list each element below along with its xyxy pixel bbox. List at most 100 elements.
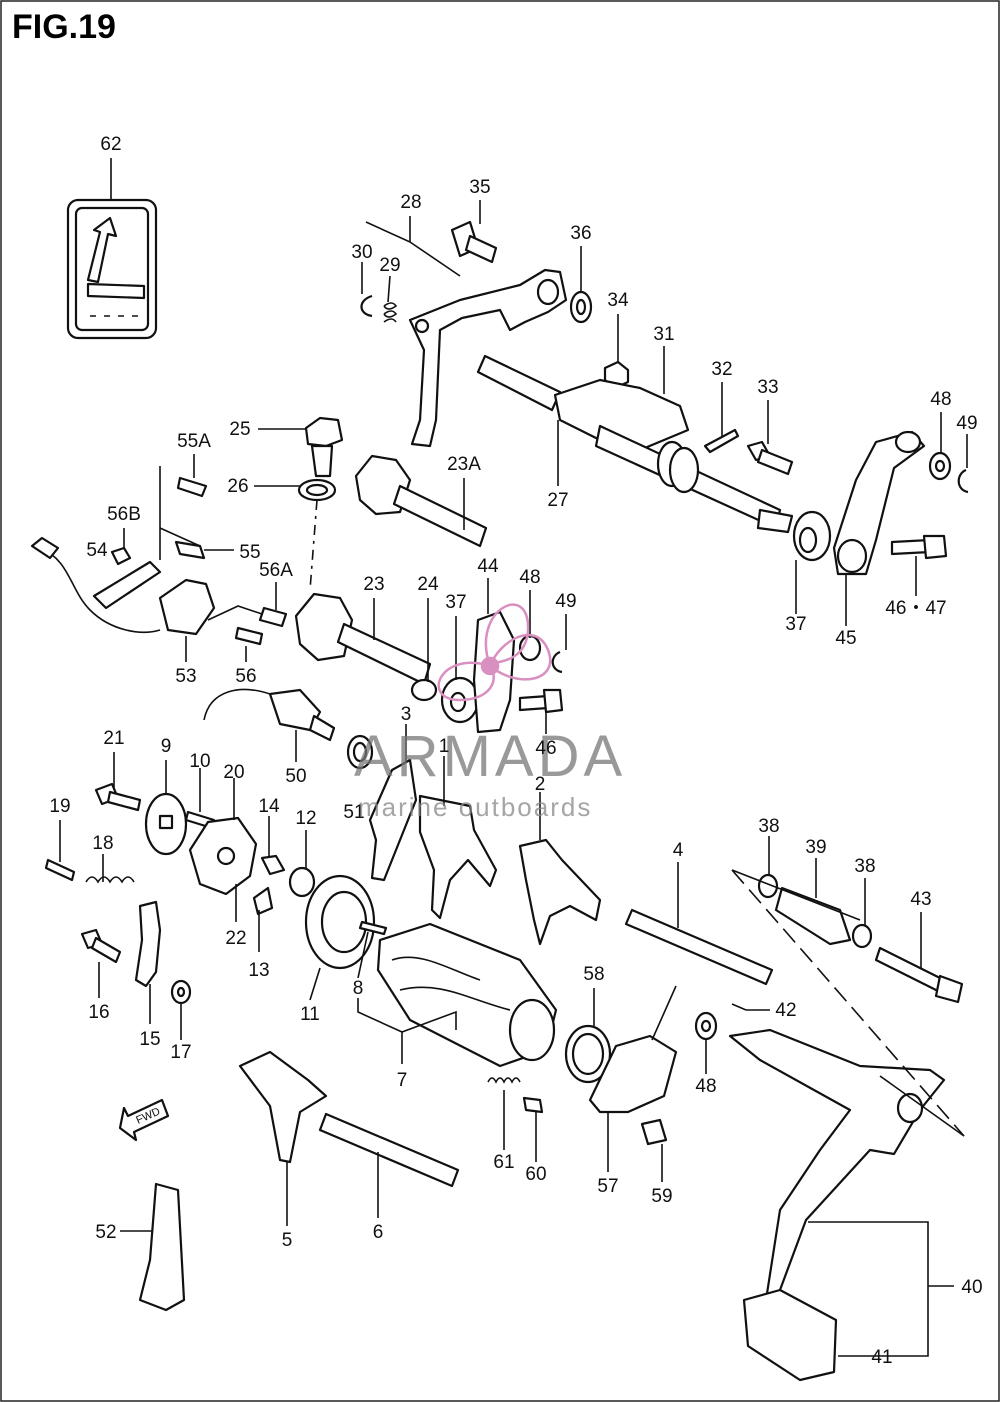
part-label-38b: 38 (854, 856, 875, 877)
seal-37-right (792, 510, 832, 562)
bolt-35 (450, 220, 498, 264)
part-label-10: 10 (189, 751, 210, 772)
pin-8 (358, 920, 388, 936)
part-label-46: 46 (535, 738, 556, 759)
part-label-23: 23 (363, 574, 384, 595)
part-label-1: 1 (439, 736, 450, 757)
shift-lever-45 (832, 430, 926, 576)
part-label-59: 59 (651, 1186, 672, 1207)
part-label-54: 54 (86, 540, 108, 561)
part-label-40: 40 (961, 1277, 982, 1298)
part-label-41: 41 (871, 1347, 892, 1368)
part-label-16: 16 (88, 1002, 109, 1023)
washer-24 (410, 678, 438, 702)
part-label-30: 30 (351, 242, 372, 263)
o-ring-58 (564, 1024, 612, 1084)
part-label-49b: 49 (555, 591, 576, 612)
spring-61 (487, 1077, 521, 1084)
part-label-12: 12 (295, 808, 316, 829)
part-label-2: 2 (535, 774, 546, 795)
stopper-15 (134, 900, 162, 988)
part-label-56B: 56B (107, 504, 141, 525)
watermark-tagline: marine outboards (358, 792, 592, 822)
part-label-3: 3 (401, 704, 412, 725)
part-label-19: 19 (49, 796, 70, 817)
washer-13 (252, 886, 274, 916)
part-label-4: 4 (673, 840, 684, 861)
watermark-logo-icon (437, 603, 552, 702)
figure-title: FIG.19 (12, 8, 116, 46)
part-label-33: 33 (757, 377, 778, 398)
bolt-55A (176, 476, 208, 498)
washer-48-top (928, 451, 952, 481)
part-label-44: 44 (477, 556, 499, 577)
part-label-52: 52 (95, 1222, 116, 1243)
part-label-56: 56 (235, 666, 256, 687)
part-label-37b: 37 (785, 614, 806, 635)
bearing-11 (304, 874, 376, 970)
bolt-33 (746, 440, 794, 476)
part-label-48c: 48 (695, 1076, 716, 1097)
bolt-56 (234, 626, 264, 646)
fwd-direction-arrow (118, 1098, 170, 1142)
part-label-28: 28 (400, 192, 421, 213)
cam-20 (188, 816, 258, 896)
spring-29 (383, 302, 398, 323)
part-label-61: 61 (493, 1152, 514, 1173)
part-label-5: 5 (282, 1230, 293, 1251)
pin-32 (703, 428, 740, 454)
leader-lines (59, 158, 968, 1357)
neutral-switch-53 (30, 536, 216, 636)
part-label-46-47: 46・47 (885, 598, 946, 619)
clip-30 (360, 294, 373, 318)
bolt-46-47 (890, 534, 948, 560)
bracket-54 (92, 560, 162, 610)
shaft-23 (294, 592, 432, 686)
shift-fork-3 (368, 758, 418, 882)
part-label-29: 29 (379, 255, 400, 276)
screw-19 (44, 858, 76, 882)
part-label-7: 7 (397, 1070, 408, 1091)
bolt-43 (874, 946, 964, 1004)
part-label-53: 53 (175, 666, 196, 687)
part-label-32: 32 (711, 359, 732, 380)
clip-49-center (551, 650, 563, 674)
part-label-14: 14 (258, 796, 280, 817)
part-label-51: 51 (343, 802, 364, 823)
washer-17 (170, 979, 192, 1005)
bolt-14 (260, 854, 286, 876)
part-label-27: 27 (547, 490, 568, 511)
part-label-24: 24 (417, 574, 439, 595)
pedal-rubber-41 (742, 1288, 838, 1382)
part-label-22: 22 (225, 928, 246, 949)
part-label-58: 58 (583, 964, 604, 985)
part-label-20: 20 (223, 762, 244, 783)
shift-fork-2 (518, 838, 602, 946)
part-label-18: 18 (92, 833, 113, 854)
spring-18 (85, 876, 135, 884)
bolt-16 (80, 928, 122, 964)
label-plate-62 (66, 198, 158, 340)
part-label-55: 55 (239, 542, 260, 563)
part-label-39: 39 (805, 837, 826, 858)
bracket-52 (138, 1182, 186, 1312)
plate-9 (144, 792, 188, 856)
pin-60 (522, 1096, 544, 1114)
nut-56B (110, 546, 132, 566)
shift-arm-28 (408, 268, 568, 448)
shift-shaft-27 (476, 354, 794, 534)
part-label-23A: 23A (447, 454, 481, 475)
part-label-9: 9 (161, 736, 172, 757)
part-label-62: 62 (100, 134, 121, 155)
o-ring-26 (297, 478, 337, 502)
watermark-brand: ARMADA (354, 724, 626, 789)
part-label-48a: 48 (930, 389, 951, 410)
part-label-38a: 38 (758, 816, 779, 837)
armada-watermark: ARMADA marine outboards (354, 603, 626, 822)
washer-36 (569, 290, 593, 324)
part-label-57: 57 (597, 1176, 618, 1197)
part-label-31: 31 (653, 324, 674, 345)
shaft-39 (774, 886, 852, 946)
part-label-11: 11 (300, 1004, 320, 1025)
plug-25 (304, 416, 344, 478)
